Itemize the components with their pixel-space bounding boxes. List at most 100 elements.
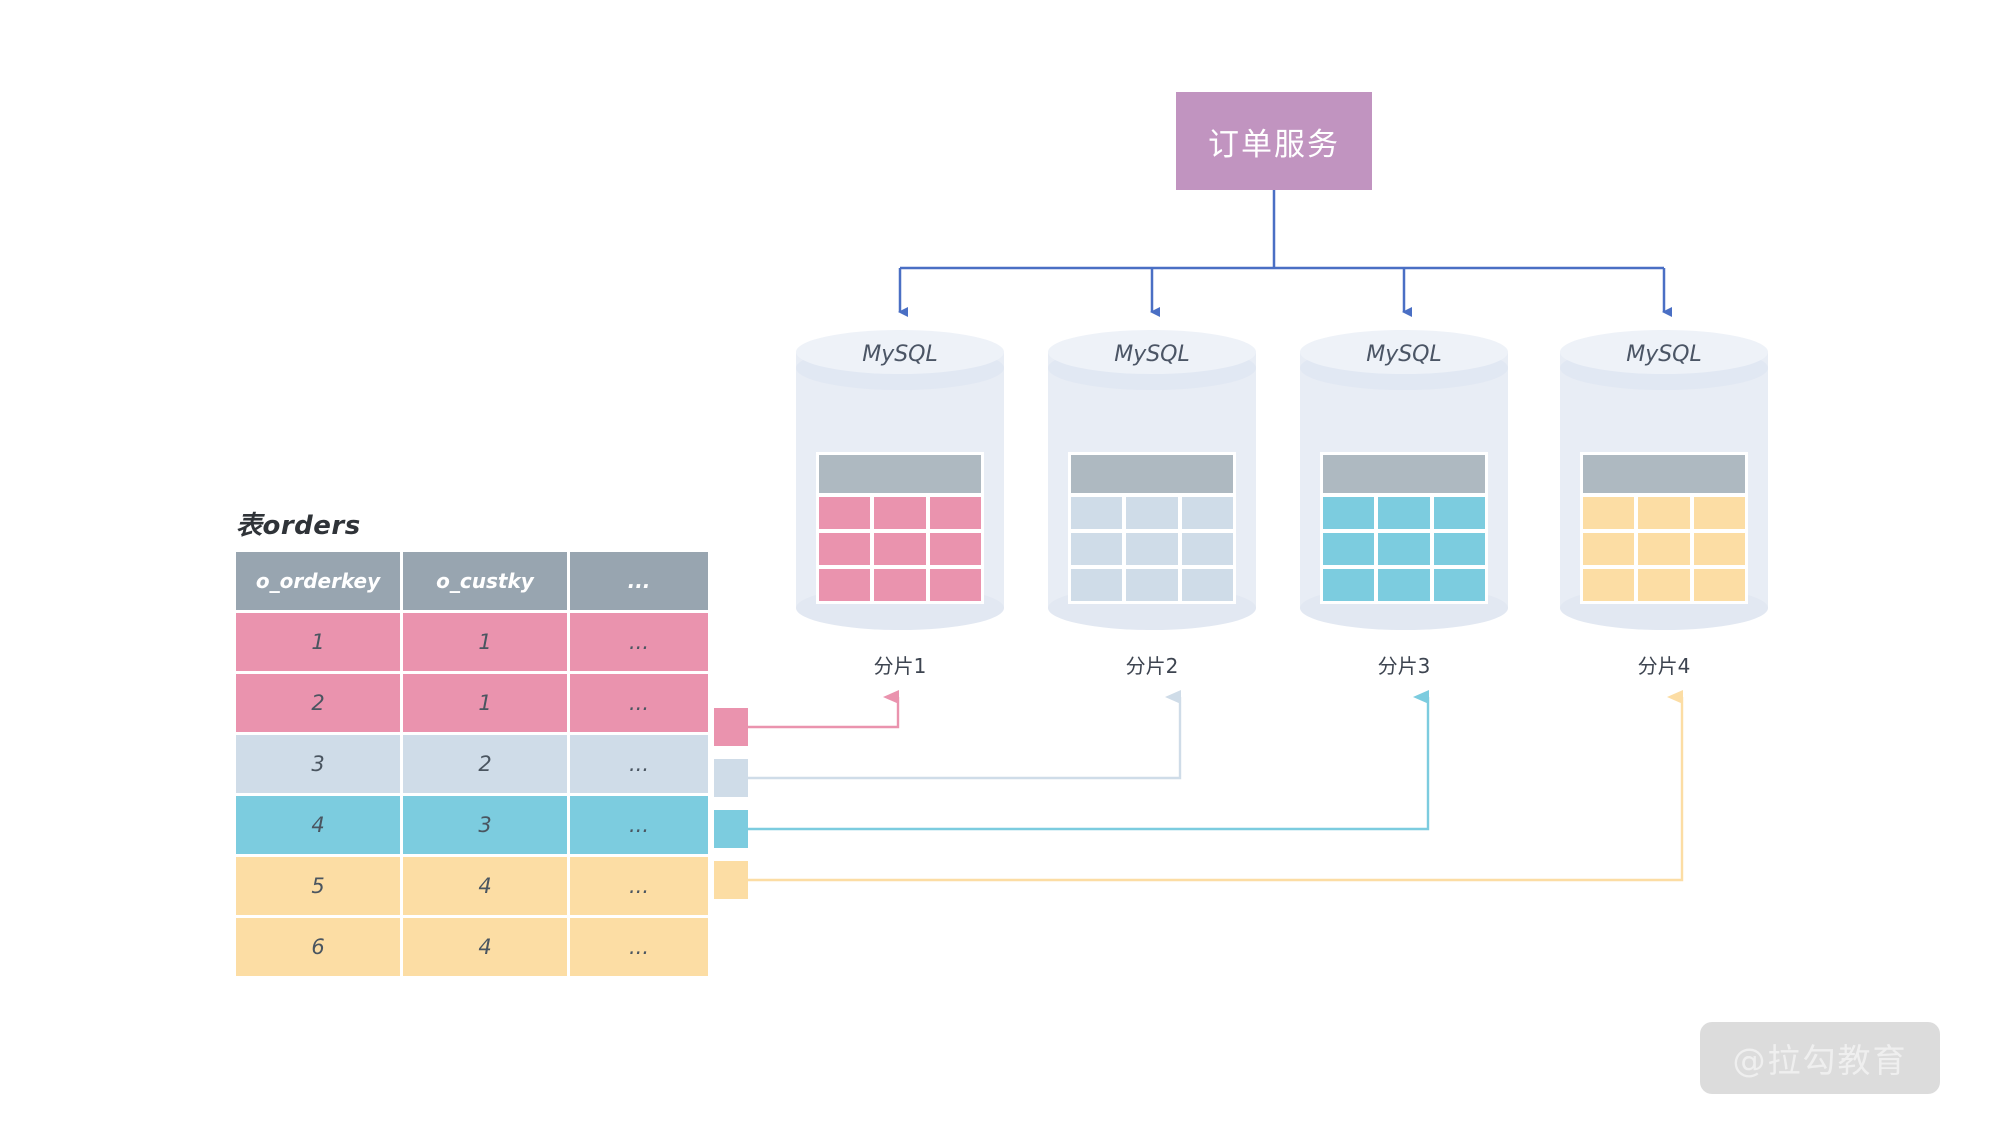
shard-cylinder-1: MySQL (796, 330, 1004, 630)
mini-table-header (819, 455, 981, 493)
mini-table-cell (1583, 569, 1635, 601)
legend-swatch-3 (714, 810, 748, 848)
mini-table-cell (819, 497, 871, 529)
mini-table-cell (929, 533, 981, 565)
legend-swatch-4 (714, 861, 748, 899)
mini-table-cell (1693, 533, 1745, 565)
source-table-cell: 1 (403, 613, 567, 671)
legend-swatch-1 (714, 708, 748, 746)
source-table-cell: 3 (236, 735, 400, 793)
mini-table-cell (1323, 569, 1375, 601)
source-table-cell: 2 (236, 674, 400, 732)
mini-table-cell (1071, 569, 1123, 601)
watermark-text: @拉勾教育 (1732, 1041, 1908, 1080)
source-table-cell: 4 (403, 857, 567, 915)
mini-table-cell (1693, 497, 1745, 529)
mini-table-header (1583, 455, 1745, 493)
mini-table-cell (819, 569, 871, 601)
mini-table-cell (874, 533, 926, 565)
mini-table (1320, 452, 1488, 604)
mini-table-cell (1323, 497, 1375, 529)
mini-table-grid (1583, 497, 1745, 601)
mini-table-cell (1638, 533, 1690, 565)
mini-table-cell (1378, 569, 1430, 601)
legend-swatch-2 (714, 759, 748, 797)
source-table-title: 表orders (236, 511, 361, 541)
mini-table-cell (1126, 497, 1178, 529)
source-table-header-cell: o_orderkey (236, 552, 400, 610)
mini-table-header (1323, 455, 1485, 493)
watermark: @拉勾教育 (1700, 1022, 1940, 1094)
mini-table-cell (1181, 497, 1233, 529)
source-table-cell: ... (570, 735, 708, 793)
mini-table-cell (929, 569, 981, 601)
source-table-cell: 6 (236, 918, 400, 976)
mini-table-cell (1126, 533, 1178, 565)
mini-table-cell (1433, 569, 1485, 601)
source-table-cell: ... (570, 857, 708, 915)
mini-table-cell (1071, 497, 1123, 529)
mysql-label: MySQL (1366, 342, 1442, 367)
mini-table-cell (1071, 533, 1123, 565)
order-service-label: 订单服务 (1208, 126, 1340, 163)
shard-cylinder-2: MySQL (1048, 330, 1256, 630)
shard-cylinder-3: MySQL (1300, 330, 1508, 630)
mini-table-grid (1071, 497, 1233, 601)
mysql-label: MySQL (862, 342, 938, 367)
mini-table-cell (1693, 569, 1745, 601)
mini-table-grid (1323, 497, 1485, 601)
source-table-header-cell: ... (570, 552, 708, 610)
mini-table-cell (1378, 533, 1430, 565)
source-table-cell: ... (570, 918, 708, 976)
source-table-cell: 1 (236, 613, 400, 671)
mini-table-cell (1181, 569, 1233, 601)
source-table-cell: ... (570, 674, 708, 732)
mysql-label: MySQL (1114, 342, 1190, 367)
mini-table-cell (1323, 533, 1375, 565)
mini-table-cell (819, 533, 871, 565)
mini-table-cell (1583, 497, 1635, 529)
mini-table-cell (929, 497, 981, 529)
cylinder-top-ellipse (1048, 330, 1256, 374)
mini-table-cell (1638, 569, 1690, 601)
mini-table-grid (819, 497, 981, 601)
source-table-cell: 4 (403, 918, 567, 976)
source-table-cell: 3 (403, 796, 567, 854)
mini-table (816, 452, 984, 604)
source-table-cell: ... (570, 796, 708, 854)
shard-caption-4: 分片4 (1637, 654, 1691, 678)
source-table-cell: 4 (236, 796, 400, 854)
source-table-cell: ... (570, 613, 708, 671)
shard-caption-1: 分片1 (873, 654, 927, 678)
mini-table-cell (1181, 533, 1233, 565)
cylinder-top-ellipse (796, 330, 1004, 374)
mini-table-cell (1433, 497, 1485, 529)
source-table-cell: 5 (236, 857, 400, 915)
source-table-cell: 1 (403, 674, 567, 732)
source-table-cell: 2 (403, 735, 567, 793)
shard-caption-3: 分片3 (1377, 654, 1431, 678)
mini-table-cell (1638, 497, 1690, 529)
mini-table-cell (1583, 533, 1635, 565)
cylinder-top-ellipse (1560, 330, 1768, 374)
mini-table-cell (1378, 497, 1430, 529)
mysql-label: MySQL (1626, 342, 1702, 367)
mini-table-cell (1433, 533, 1485, 565)
mini-table-header (1071, 455, 1233, 493)
mini-table (1580, 452, 1748, 604)
source-table-header-cell: o_custky (403, 552, 567, 610)
shard-cylinder-4: MySQL (1560, 330, 1768, 630)
mini-table (1068, 452, 1236, 604)
mini-table-cell (874, 497, 926, 529)
cylinder-top-ellipse (1300, 330, 1508, 374)
shard-caption-2: 分片2 (1125, 654, 1179, 678)
